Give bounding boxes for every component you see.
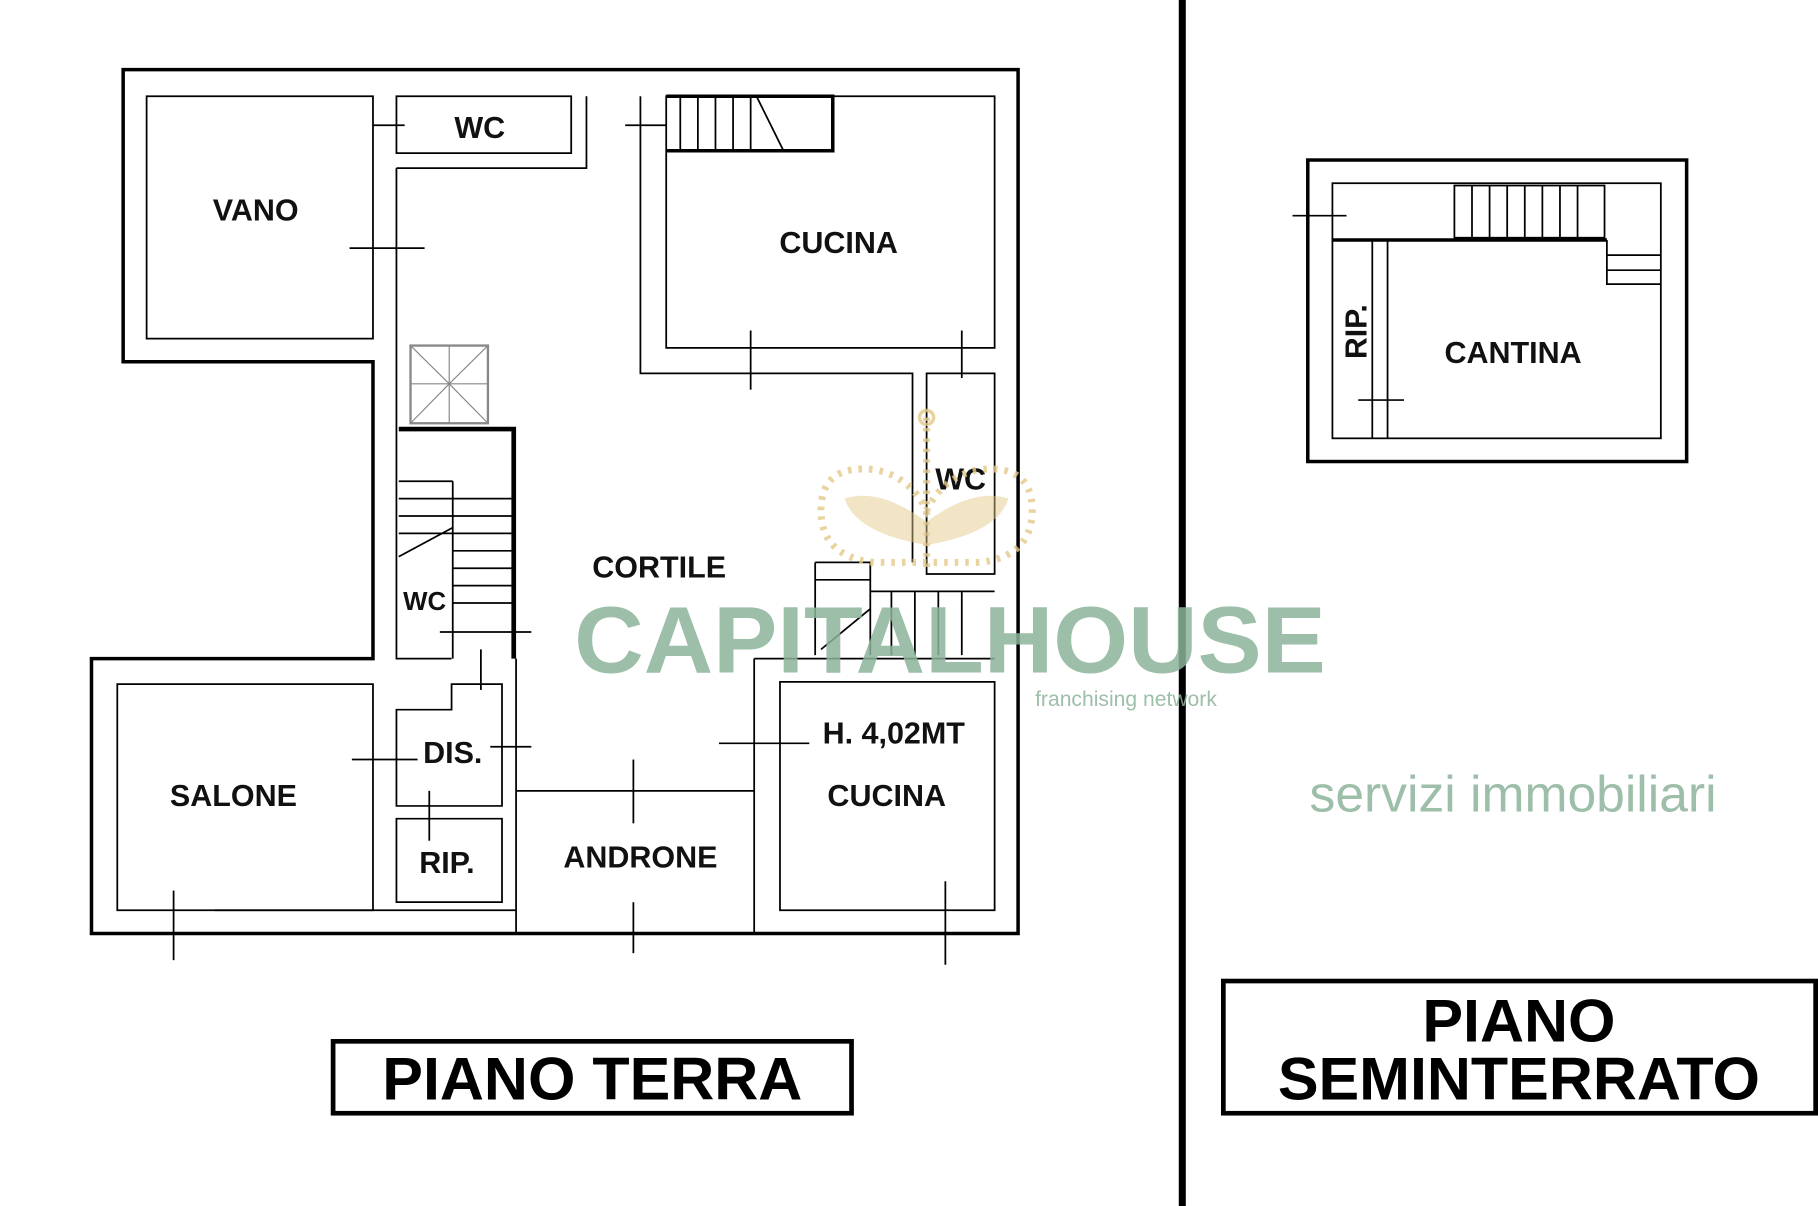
room-label-wc: WC bbox=[935, 464, 986, 497]
room-label-dis: DIS. bbox=[423, 737, 482, 770]
piano-terra-walls bbox=[89, 67, 1020, 936]
room-label-wc: WC bbox=[454, 112, 505, 145]
room-label-androne: ANDRONE bbox=[563, 842, 717, 875]
room-label-salone: SALONE bbox=[170, 780, 297, 813]
room-label-cantina: CANTINA bbox=[1444, 337, 1581, 370]
stairs bbox=[398, 94, 995, 659]
floor-divider bbox=[1178, 0, 1186, 1206]
piano-seminterrato-walls bbox=[1292, 158, 1689, 464]
watermark-subtitle: servizi immobiliari bbox=[1310, 766, 1717, 823]
height-note: H. 4,02MT bbox=[823, 717, 966, 750]
room-label-cucina: CUCINA bbox=[779, 227, 898, 260]
room-label-rip: RIP. bbox=[419, 847, 474, 880]
room-label-cucina: CUCINA bbox=[827, 780, 946, 813]
title-box-piano-terra bbox=[330, 1039, 854, 1116]
capital-house-logo bbox=[817, 408, 1036, 569]
title-box-piano-seminterrato bbox=[1220, 978, 1818, 1116]
door-marks bbox=[172, 124, 963, 965]
room-label-cortile: CORTILE bbox=[592, 552, 726, 585]
room-label-rip: RIP. bbox=[1340, 304, 1373, 359]
watermark-brand: CAPITALHOUSE bbox=[574, 587, 1326, 693]
room-label-wc: WC bbox=[403, 588, 446, 616]
room-label-vano: VANO bbox=[213, 194, 299, 227]
floor-title-seminterrato: SEMINTERRATO bbox=[1278, 1045, 1760, 1113]
floor-title-piano: PIANO bbox=[1422, 987, 1615, 1055]
floor-title-piano-terra: PIANO TERRA bbox=[382, 1045, 802, 1113]
watermark-tagline: franchising network bbox=[1035, 688, 1217, 711]
